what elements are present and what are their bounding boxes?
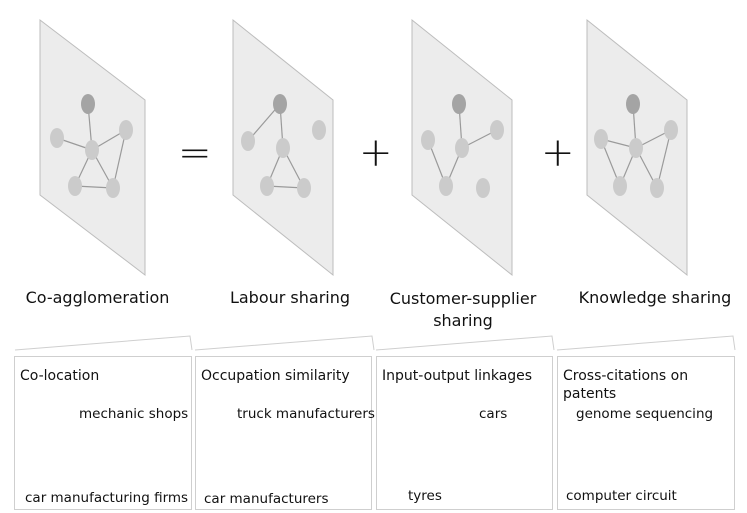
plus-operator: + bbox=[541, 130, 575, 176]
node bbox=[629, 138, 643, 158]
top-node-label: mechanic shops bbox=[79, 406, 189, 422]
node bbox=[273, 94, 287, 114]
top-node-label: truck manufacturers bbox=[237, 406, 375, 422]
node bbox=[260, 176, 274, 196]
node bbox=[106, 178, 120, 198]
bottom-node-label: tyres bbox=[408, 488, 442, 504]
top-node-label: genome sequencing bbox=[576, 406, 714, 422]
node bbox=[421, 130, 435, 150]
node bbox=[85, 140, 99, 160]
bottom-node-label: car manufacturers bbox=[204, 491, 329, 507]
box-heading: Input-output linkages bbox=[382, 368, 533, 384]
node bbox=[490, 120, 504, 140]
equals-operator: = bbox=[178, 130, 212, 176]
node bbox=[297, 178, 311, 198]
box-heading: Cross-citations on patents bbox=[563, 368, 689, 402]
node bbox=[276, 138, 290, 158]
node bbox=[241, 131, 255, 151]
box-heading: Co-location bbox=[20, 368, 100, 384]
detail-box-occupation-similarity: Occupation similarity truck manufacturer… bbox=[195, 356, 375, 510]
node bbox=[664, 120, 678, 140]
plus-operator: + bbox=[359, 130, 393, 176]
bottom-node-label: computer circuit bbox=[566, 488, 677, 504]
detail-box-cross-citations: Cross-citations on patents genome sequen… bbox=[557, 356, 735, 510]
detail-box-co-location: Co-location mechanic shops car manufactu… bbox=[14, 356, 192, 510]
panel-labour-sharing bbox=[232, 18, 334, 277]
detail-box-input-output-linkages: Input-output linkages cars tyres bbox=[376, 356, 553, 510]
node bbox=[50, 128, 64, 148]
panel-title-co-agglomeration: Co-agglomeration bbox=[25, 288, 170, 307]
node bbox=[81, 94, 95, 114]
bottom-node-label: car manufacturing firms bbox=[25, 490, 189, 506]
panel-title-customer-supplier-sharing: Customer-supplier sharing bbox=[389, 289, 537, 330]
node bbox=[119, 120, 133, 140]
top-node-label: cars bbox=[479, 406, 508, 422]
node bbox=[68, 176, 82, 196]
node bbox=[476, 178, 490, 198]
node bbox=[312, 120, 326, 140]
panel-title-knowledge-sharing: Knowledge sharing bbox=[578, 288, 732, 307]
node bbox=[613, 176, 627, 196]
node bbox=[455, 138, 469, 158]
panel-co-agglomeration bbox=[39, 18, 146, 277]
node bbox=[594, 129, 608, 149]
node bbox=[439, 176, 453, 196]
zoom-connectors bbox=[14, 335, 736, 351]
box-heading: Occupation similarity bbox=[201, 368, 350, 384]
panel-knowledge-sharing bbox=[586, 18, 688, 277]
panel-customer-supplier-sharing bbox=[411, 18, 513, 277]
node bbox=[626, 94, 640, 114]
node bbox=[452, 94, 466, 114]
panel-title-labour-sharing: Labour sharing bbox=[229, 288, 351, 307]
node bbox=[650, 178, 664, 198]
